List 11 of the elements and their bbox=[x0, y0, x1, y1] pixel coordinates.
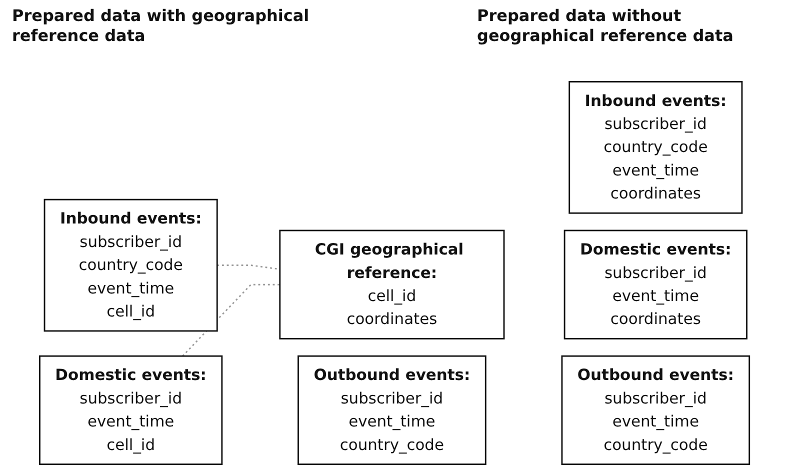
node-box: Outbound events: subscriber_id event_time country_code bbox=[561, 355, 750, 465]
node-box: Domestic events: subscriber_id event_time coordinates bbox=[564, 230, 748, 340]
node-box: CGI geographical reference: cell_id coordinates bbox=[279, 230, 505, 340]
connector bbox=[182, 284, 280, 357]
column-heading: Prepared data with geographical reference data bbox=[12, 6, 310, 47]
connector bbox=[217, 264, 280, 270]
node-box: Outbound events: subscriber_id event_time country_code bbox=[297, 355, 486, 465]
node-box: Inbound events: subscriber_id country_code event_time coordinates bbox=[568, 81, 743, 214]
node-box: Inbound events: subscriber_id country_code event_time cell_id bbox=[44, 198, 218, 332]
column-heading: Prepared data without geographical reference data bbox=[477, 6, 734, 47]
node-box: Domestic events: subscriber_id event_time cell_id bbox=[38, 355, 223, 465]
